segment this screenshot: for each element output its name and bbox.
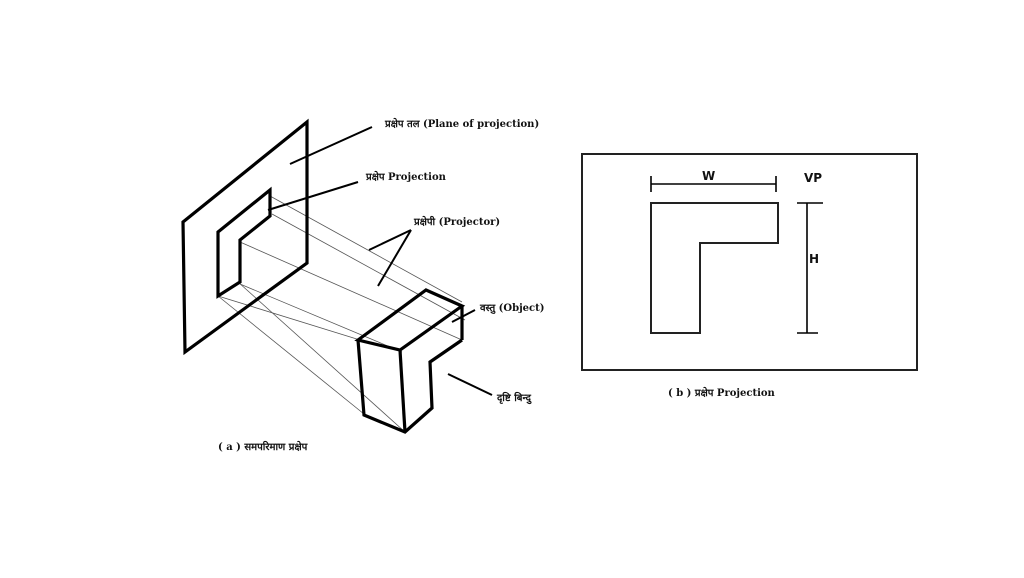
leader-plane: [289, 126, 373, 165]
label-projection: प्रक्षेप Projection: [365, 170, 447, 183]
leader-projector-2: [377, 229, 412, 287]
projected-l-shape: [216, 186, 272, 299]
figure-b-projection: W H VP ( b ) प्रक्षेप Projection: [581, 153, 918, 399]
leader-projection: [267, 181, 359, 211]
height-label: H: [809, 252, 819, 266]
projection-plane: [181, 118, 309, 356]
label-object: वस्तु (Object): [479, 303, 545, 314]
label-plane-of-projection: प्रक्षेप तल (Plane of projection): [384, 117, 539, 130]
width-label: W: [702, 169, 715, 183]
caption-figure-a: ( a ) समपरिमाण प्रक्षेप: [218, 440, 309, 453]
front-view-l-shape: [650, 202, 779, 334]
height-dimension: [797, 202, 823, 334]
leader-object: [451, 309, 476, 323]
width-dimension: [650, 176, 777, 192]
view-frame: [581, 153, 918, 371]
view-label-vp: VP: [804, 171, 822, 185]
projector-lines: [217, 195, 466, 433]
label-viewpoint: दृष्टि बिन्दु: [496, 391, 532, 405]
figure-a-isometric: प्रक्षेप तल (Plane of projection) प्रक्ष…: [181, 117, 545, 453]
leader-projector-1: [368, 229, 412, 251]
object-l-block: [354, 288, 466, 434]
leader-viewpoint: [447, 373, 493, 396]
caption-figure-b: ( b ) प्रक्षेप Projection: [668, 386, 776, 399]
label-projector: प्रक्षेपी (Projector): [413, 215, 500, 228]
